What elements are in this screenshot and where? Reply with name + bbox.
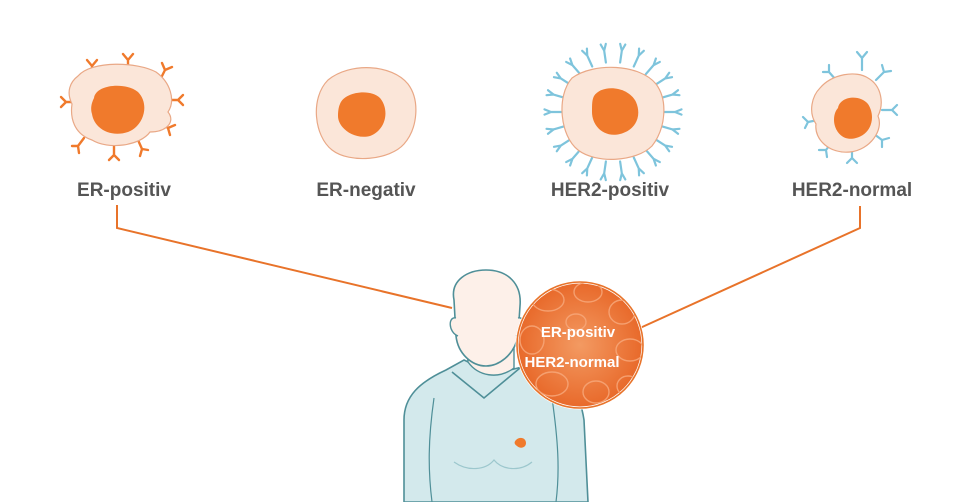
nucleus-er-negative [338, 92, 386, 137]
tumor-marker [514, 437, 526, 448]
label-er-negative: ER-negativ [316, 180, 416, 201]
patient-ear-left [449, 317, 459, 337]
her2-receptor [644, 57, 661, 76]
her2-receptor [632, 156, 645, 177]
her2-receptor [653, 137, 674, 153]
her2-receptor [545, 124, 567, 135]
connector-line-er [116, 205, 453, 309]
patient-figure [403, 269, 589, 502]
cell-her2-normal [801, 50, 899, 165]
her2-receptor [661, 108, 683, 116]
her2-receptor [581, 156, 594, 177]
her2-receptor [644, 148, 661, 167]
cell-er-positive [59, 52, 185, 162]
her2-receptor [545, 89, 567, 100]
nucleus-her2-positive [592, 88, 639, 135]
cell-er-negative [315, 67, 417, 160]
patient-head [452, 269, 521, 367]
nucleus-er-positive [91, 85, 145, 134]
nucleus-her2-normal [834, 97, 872, 139]
label-her2-positive: HER2-positiv [551, 180, 670, 201]
cell-her2-positive [543, 42, 683, 182]
label-er-positive: ER-positiv [77, 180, 171, 201]
connector-line-her2 [639, 206, 861, 329]
her2-receptor [599, 42, 607, 64]
her2-receptor [619, 160, 627, 182]
her2-receptor [581, 47, 594, 68]
her2-receptor [653, 71, 674, 87]
gown-seam-right [551, 397, 559, 502]
her2-receptor [659, 89, 681, 100]
gown-seam-left [428, 397, 435, 502]
tumor-magnification: ER-positiv HER2-normal [515, 280, 645, 410]
her2-receptor [599, 160, 607, 182]
her2-receptor [565, 148, 582, 167]
her2-receptor [552, 137, 573, 153]
tumor-label-line1: ER-positiv [541, 324, 616, 341]
label-her2-normal: HER2-normal [792, 180, 912, 201]
her2-receptor [565, 57, 582, 76]
gown-fold [453, 459, 533, 470]
her2-receptor [632, 47, 645, 68]
her2-receptor [543, 108, 565, 116]
gown-neckline [451, 367, 521, 400]
her2-receptor [659, 124, 681, 135]
receptors-her2-positive [543, 42, 683, 182]
her2-receptor [619, 42, 627, 64]
tumor-label-line2: HER2-normal [524, 354, 619, 371]
